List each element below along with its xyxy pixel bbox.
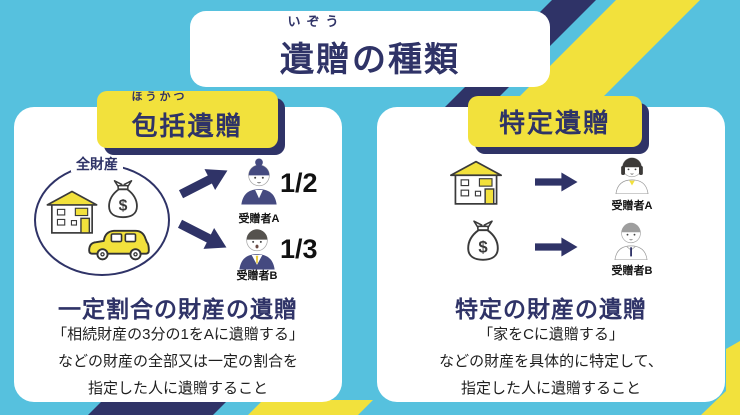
estate-label: 全財産: [71, 156, 123, 172]
specific-bequest-panel: 受贈者A $ 受贈者B 特定の財産の遺贈 「家をCに遺贈する」 などの財産を具体…: [377, 107, 725, 402]
left-description-line-2: などの財産の全部又は一定の割合を: [57, 353, 298, 370]
car-icon: [88, 229, 150, 261]
house-icon: [450, 160, 502, 205]
recipient-b-label: 受贈者B: [236, 270, 278, 282]
recipient-b-avatar: [614, 222, 648, 260]
dollar-sign: $: [119, 198, 128, 215]
house-icon: [46, 190, 98, 234]
diagonal-stripe-yellow-bottom: [248, 400, 373, 415]
specific-bequest-badge: 特定遺贈: [468, 96, 642, 147]
title-furigana: いぞう: [287, 13, 345, 29]
recipient-a-label: 受贈者A: [238, 213, 280, 225]
right-description-line-3: 指定した人に遺贈すること: [460, 380, 641, 397]
recipient-a-fraction: 1/2: [280, 168, 318, 198]
left-description: 「相続財産の3分の1をAに遺贈する」 などの財産の全部又は一定の割合を 指定した…: [14, 321, 342, 402]
recipient-a-avatar: [615, 157, 649, 194]
badge-base: 包括: [131, 111, 188, 141]
money-bag-icon: $: [108, 180, 138, 219]
left-subtitle: 一定割合の財産の遺贈: [58, 296, 298, 322]
badge-furigana: ほうかつ: [131, 91, 188, 103]
right-description: 「家をCに遺贈する」 などの財産を具体的に特定して、 指定した人に遺贈すること: [377, 321, 725, 402]
dollar-sign: $: [478, 238, 488, 257]
recipient-b-label: 受贈者B: [611, 265, 653, 277]
recipient-a-label: 受贈者A: [611, 200, 653, 212]
right-description-line-2: などの財産を具体的に特定して、: [439, 353, 663, 370]
arrow-right-icon: [535, 237, 578, 257]
title-ruby: いぞう 遺贈: [280, 15, 352, 81]
left-description-line-1: 「相続財産の3分の1をAに遺贈する」: [52, 326, 304, 343]
page-title: いぞう 遺贈 の種類: [280, 15, 460, 81]
recipient-a-avatar: [241, 158, 277, 205]
comprehensive-bequest-badge: ほうかつ 包括 遺贈: [97, 91, 278, 148]
left-description-line-3: 指定した人に遺贈すること: [87, 380, 268, 397]
badge-text: 特定遺贈: [498, 108, 611, 138]
recipient-b-avatar: [239, 229, 275, 270]
comprehensive-bequest-panel: 全財産 $: [14, 107, 342, 402]
arrow-down-right-icon: [177, 219, 227, 249]
badge-ruby: ほうかつ 包括: [131, 92, 188, 143]
badge-rest: 遺贈: [187, 111, 244, 141]
header-box: いぞう 遺贈 の種類: [190, 11, 550, 87]
diagonal-stripe-yellow-right: [701, 341, 740, 415]
recipient-b-fraction: 1/3: [280, 234, 318, 264]
diagonal-stripe-yellow-top: [496, 0, 700, 120]
arrow-right-icon: [535, 172, 578, 192]
right-description-line-1: 「家をCに遺贈する」: [478, 326, 624, 343]
title-rest: の種類: [352, 40, 460, 79]
right-subtitle: 特定の財産の遺贈: [455, 296, 647, 322]
money-bag-icon: $: [467, 220, 499, 261]
badge-text: ほうかつ 包括 遺贈: [131, 92, 244, 143]
arrow-up-right-icon: [178, 169, 228, 199]
title-base: 遺贈: [280, 40, 352, 79]
diagonal-stripe-navy-bottom: [88, 400, 228, 415]
